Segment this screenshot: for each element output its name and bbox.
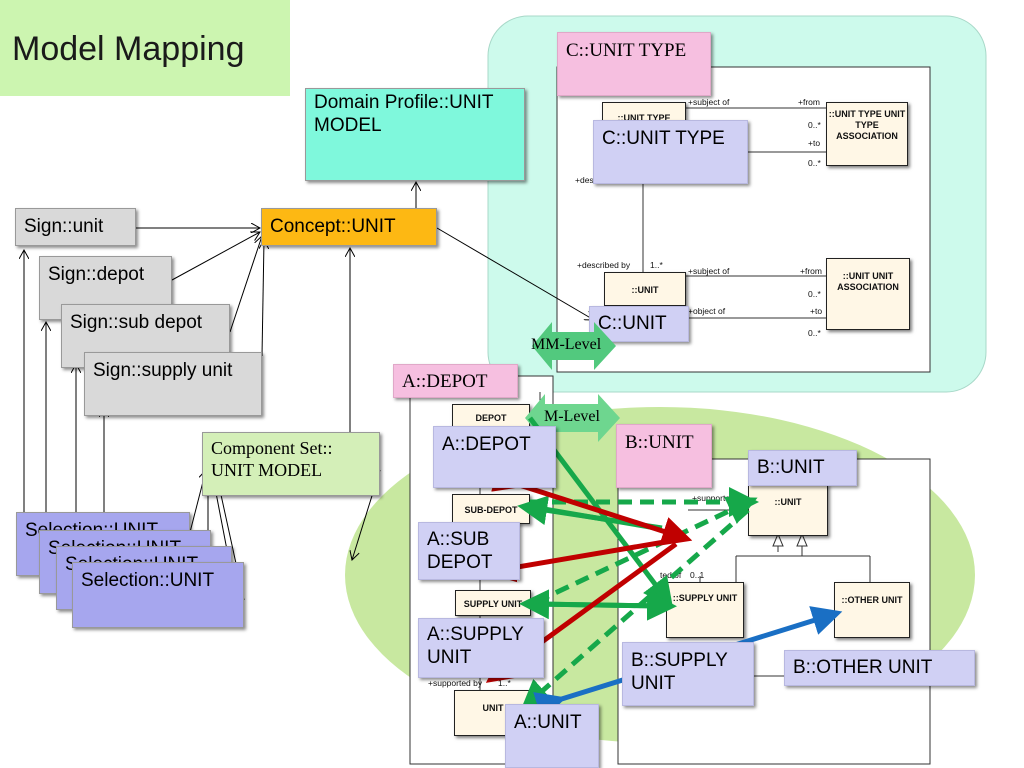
uml-class-unit-c: ::UNIT — [604, 272, 686, 306]
component-set-box: Component Set:: UNIT MODEL — [202, 432, 380, 496]
role-supported-by-a: +supported by — [428, 678, 483, 688]
mult-2: 0..* — [808, 158, 821, 168]
uml-class-other-unit-b: ::OTHER UNIT — [834, 582, 910, 638]
sign-supply-unit-box: Sign::supply unit — [84, 352, 262, 416]
a-unit-overlay: A::UNIT — [505, 704, 599, 768]
a-depot-label: A::DEPOT — [393, 364, 518, 398]
mult-1: 0..* — [808, 120, 821, 130]
a-supply-unit-overlay: A::SUPPLY UNIT — [418, 618, 544, 678]
domain-profile-box: Domain Profile::UNIT MODEL — [305, 88, 525, 181]
uml-class-unit-type-association: ::UNIT TYPE UNIT TYPE ASSOCIATION — [826, 102, 908, 166]
mm-level-label: MM-Level — [531, 336, 602, 353]
mult-4: 0..* — [808, 289, 821, 299]
title-panel — [0, 0, 290, 96]
b-unit-overlay: B::UNIT — [748, 450, 857, 486]
page-title: Model Mapping — [12, 30, 245, 68]
uml-class-unit-unit-association: ::UNIT UNIT ASSOCIATION — [826, 258, 910, 330]
c-unit-type-label: C::UNIT TYPE — [557, 32, 711, 96]
selection-box-4: Selection::UNIT — [72, 562, 244, 628]
role-to-1: +to — [808, 138, 821, 148]
b-other-unit-overlay: B::OTHER UNIT — [784, 650, 975, 686]
role-object-of: +object of — [688, 306, 726, 316]
role-subject-of-1: +subject of — [688, 97, 730, 107]
mult-6: 0..1 — [690, 570, 705, 580]
a-sub-depot-overlay: A::SUB DEPOT — [418, 522, 520, 580]
mult-7: 1..* — [498, 678, 511, 688]
role-from-2: +from — [800, 266, 822, 276]
role-to-2: +to — [810, 306, 823, 316]
role-subject-of-2: +subject of — [688, 266, 730, 276]
b-supply-unit-overlay: B::SUPPLY UNIT — [622, 642, 754, 706]
uml-class-supply-unit-a: SUPPLY UNIT — [455, 590, 531, 616]
mult-3: 1..* — [650, 260, 663, 270]
role-described-trunc: +des — [575, 175, 594, 185]
b-unit-label: B::UNIT — [616, 424, 712, 488]
mult-5: 0..* — [808, 328, 821, 338]
role-from-1: +from — [798, 97, 820, 107]
c-unit-overlay: C::UNIT — [589, 306, 689, 342]
c-unit-type-overlay: C::UNIT TYPE — [593, 120, 748, 184]
m-level-label: M-Level — [544, 408, 600, 425]
concept-box: Concept::UNIT — [261, 208, 437, 246]
sign-unit-box: Sign::unit — [15, 208, 136, 246]
role-described-by: +described by — [577, 260, 631, 270]
a-depot-overlay: A::DEPOT — [433, 426, 556, 488]
role-supported-by-b: +supported by — [692, 493, 747, 503]
